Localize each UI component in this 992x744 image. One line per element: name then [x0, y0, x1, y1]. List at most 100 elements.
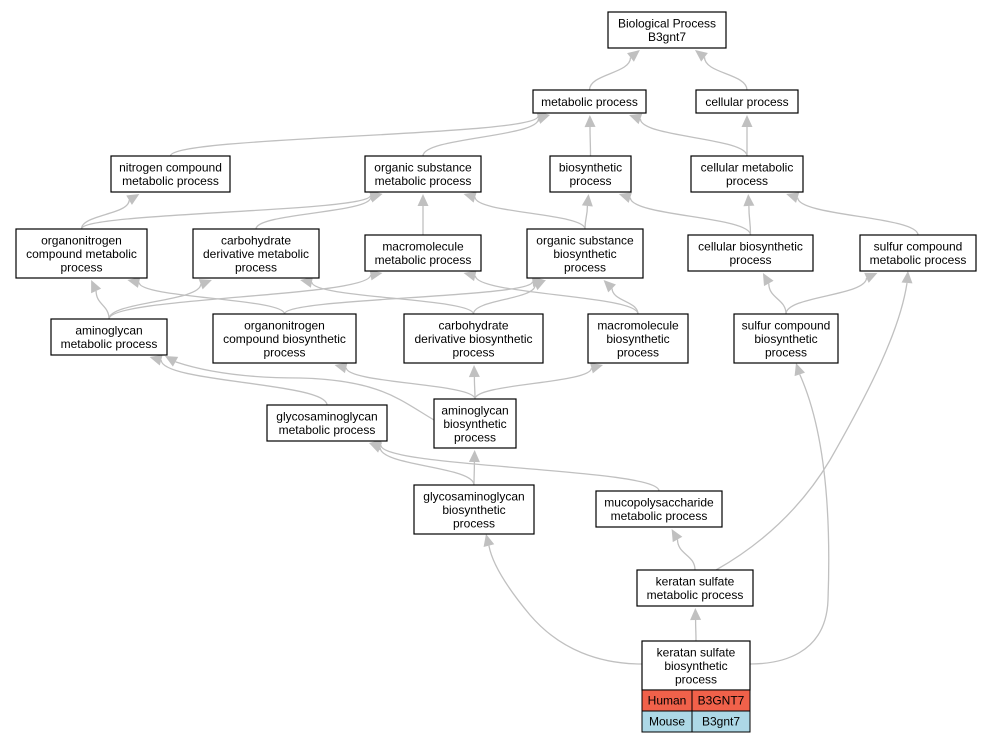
edge-agbp-to-cdbp-arrowhead [468, 365, 480, 378]
edge-mbp-to-osbp-arrowhead [603, 280, 616, 293]
go-node-label: Biological Process [618, 17, 716, 31]
go-node-box [859, 234, 977, 272]
go-node-box [50, 318, 168, 356]
edge-agbp-to-oncbp-arrowhead [334, 362, 348, 374]
edge-oncmp-to-ncmp [80, 200, 130, 230]
go-node-box [587, 313, 689, 364]
go-node-label: biosynthetic [443, 417, 506, 431]
go-node-label: derivative biosynthetic [414, 332, 532, 346]
edge-agbp-to-cdbp [473, 376, 476, 400]
go-node-label: metabolic process [61, 337, 158, 351]
edge-ksmp-to-scmp [715, 282, 908, 571]
edge-scbp-to-scmp [785, 277, 868, 315]
go-node-box [607, 11, 727, 49]
go-node-label: compound biosynthetic [223, 332, 346, 346]
go-node-label: biosynthetic [559, 161, 622, 175]
edge-gagbp-to-agbp-arrowhead [468, 450, 480, 463]
edge-agmp-to-cdmp [108, 284, 202, 320]
edge-agmp-to-oncmp [95, 290, 110, 320]
go-node-label: carbohydrate [221, 233, 291, 247]
go-node-label: metabolic process [375, 174, 472, 188]
go-node-label: process [454, 430, 496, 444]
go-node-label: process [617, 345, 659, 359]
edge-gagmp-to-agmp [160, 359, 328, 406]
go-node-label: metabolic process [279, 423, 376, 437]
edge-cdmp-to-osmp [255, 196, 372, 230]
edge-cdbp-to-cdmp-arrowhead [300, 276, 313, 288]
human-gene-label: B3GNT7 [698, 694, 745, 708]
edge-scbp-to-scmp-arrowhead [864, 272, 878, 283]
edge-osbp-to-biop [584, 205, 589, 230]
go-node-box [15, 228, 148, 279]
edge-layer [80, 50, 919, 665]
edge-gagbp-to-gagmp [379, 447, 475, 486]
go-node-label: metabolic process [647, 588, 744, 602]
go-node-label: organic substance [536, 233, 634, 247]
go-node-box [192, 228, 320, 279]
edge-oncmp-to-osmp [80, 194, 372, 230]
go-node-label: process [726, 174, 768, 188]
edge-ksmp-to-scmp-arrowhead [901, 271, 913, 284]
edge-mp-to-bp-arrowhead [627, 50, 640, 62]
mouse-gene-cell [691, 710, 751, 733]
edge-cbp-to-biop-arrowhead [618, 192, 632, 203]
edge-ksbp-to-ksmp-arrowhead [690, 608, 702, 621]
edge-ksmp-to-mpsmp [676, 539, 696, 571]
edge-agbp-to-agmp-arrowhead [165, 356, 179, 367]
go-node-cp: cellular process [695, 89, 799, 114]
edge-cdbp-to-osbp [472, 284, 536, 315]
edge-osmp-to-mp [422, 118, 540, 157]
edge-ksmp-to-mpsmp-arrowhead [671, 529, 683, 543]
go-node-label: process [569, 174, 611, 188]
edge-osmp-to-mp-arrowhead [536, 113, 550, 124]
edge-cdbp-to-cdmp [311, 281, 475, 315]
edge-oncbp-to-osbp [283, 280, 534, 315]
go-node-box [687, 234, 814, 272]
mouse-species-label: Mouse [649, 715, 685, 729]
go-node-label: keratan sulfate [656, 575, 735, 589]
go-node-label: organonitrogen [41, 233, 122, 247]
edge-mp-to-bp [588, 57, 632, 91]
edge-mpsmp-to-gagmp [380, 444, 660, 492]
go-node-box [110, 155, 231, 193]
edge-ksbp-to-scbp [749, 374, 830, 665]
go-node-box [364, 234, 482, 272]
go-node-label: process [729, 253, 771, 267]
edge-agmp-to-cdmp-arrowhead [198, 279, 212, 290]
edge-cbp-to-cmp [748, 205, 752, 236]
go-node-box [212, 313, 357, 364]
edge-cmp-to-mp-arrowhead [629, 113, 643, 125]
edge-cp-to-bp [703, 57, 748, 91]
edge-agmp-to-mmp-arrowhead [369, 269, 383, 281]
go-node-label: compound metabolic [26, 247, 137, 261]
edge-ksbp-to-scbp-arrowhead [794, 363, 806, 377]
go-node-box [526, 228, 644, 279]
go-node-label: macromolecule [382, 240, 464, 254]
go-node-box [266, 404, 388, 442]
go-node-label: sulfur compound [874, 240, 963, 254]
edge-osbp-to-osmp [474, 197, 586, 230]
go-node-box [532, 89, 647, 114]
go-node-label: process [765, 345, 807, 359]
go-node-box [433, 398, 517, 449]
edge-mmp-to-osmp-arrowhead [417, 194, 429, 206]
edge-mpsmp-to-gagmp-arrowhead [369, 439, 382, 451]
go-node-label: sulfur compound [742, 318, 831, 332]
edge-cmp-to-cp-arrowhead [741, 115, 753, 127]
mouse-gene-label: B3gnt7 [702, 715, 740, 729]
go-node-label: biosynthetic [553, 247, 616, 261]
go-node-label: cellular biosynthetic [698, 240, 803, 254]
go-node-label: metabolic process [375, 253, 472, 267]
go-node-label: metabolic process [122, 174, 219, 188]
